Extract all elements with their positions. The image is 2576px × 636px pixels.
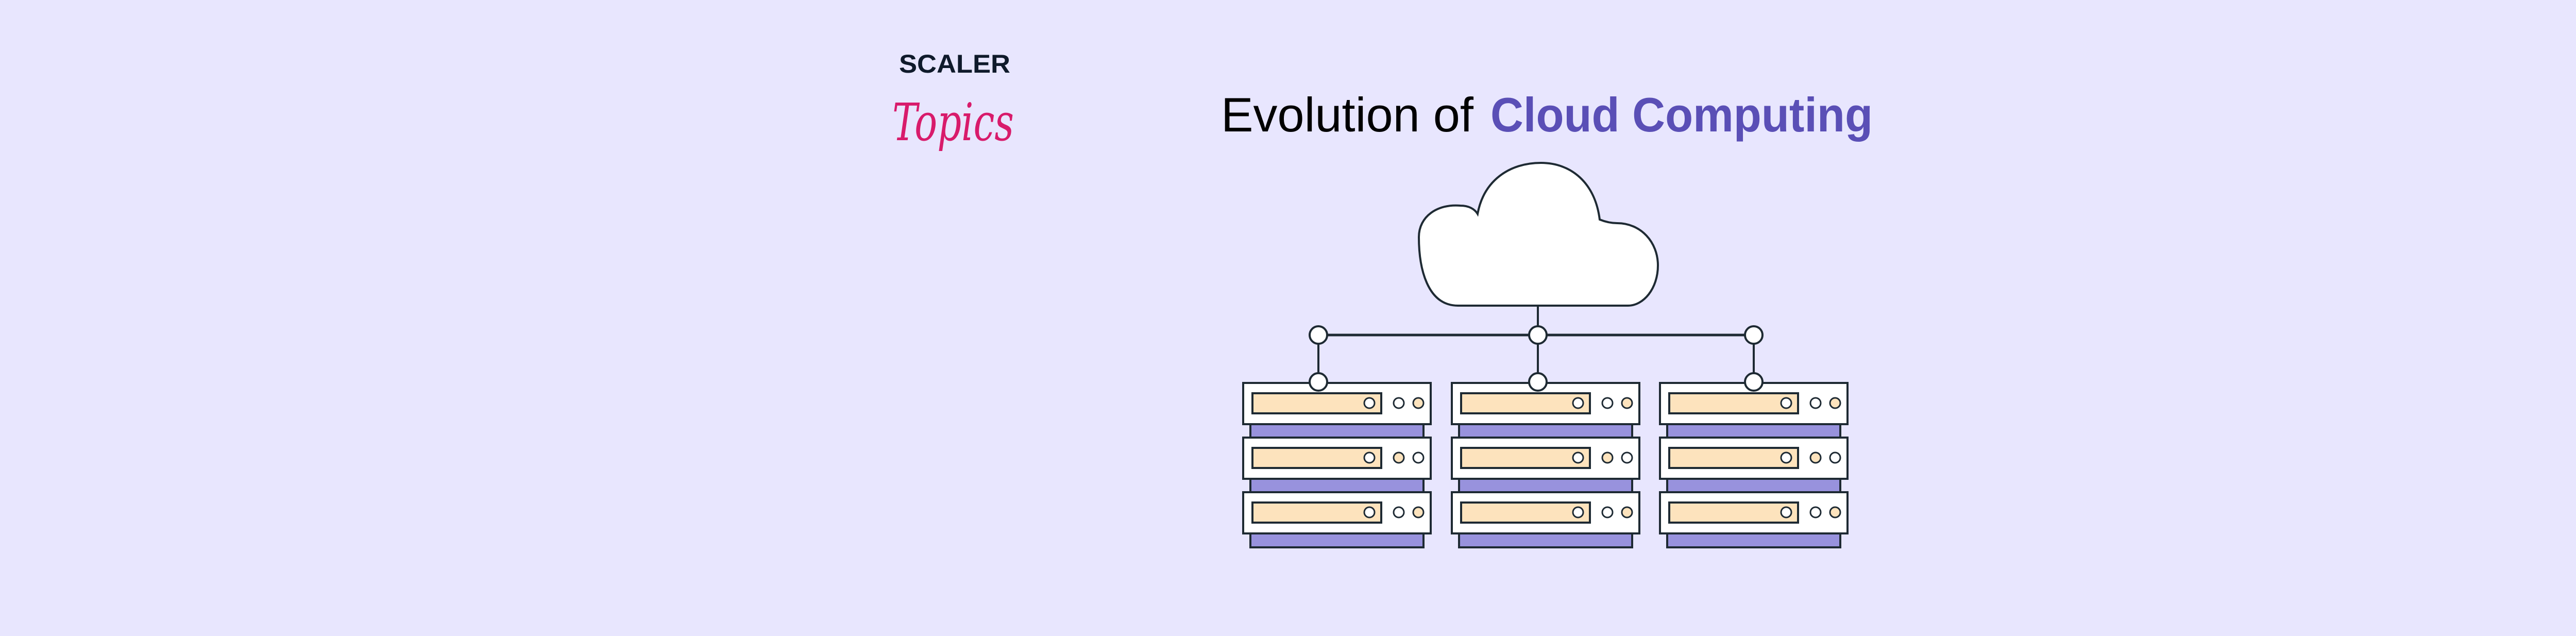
status-led-icon	[1829, 397, 1841, 409]
rack-base	[1249, 423, 1425, 439]
rack-base	[1666, 532, 1841, 548]
status-led-icon	[1393, 506, 1405, 518]
server-rack	[1242, 325, 1432, 548]
rack-base	[1458, 478, 1633, 494]
logo-scaler-text: SCALER	[899, 49, 1010, 78]
status-led-icon	[1601, 506, 1614, 518]
scaler-topics-logo: SCALER Topics	[892, 49, 1014, 153]
slot-button-icon	[1780, 506, 1792, 518]
server-unit	[1451, 491, 1640, 534]
network-node-icon	[1744, 372, 1764, 392]
status-led-icon	[1809, 451, 1822, 464]
rack-base	[1249, 478, 1425, 494]
status-led-icon	[1601, 397, 1614, 409]
cloud-icon	[1417, 161, 1659, 307]
server-rack	[1451, 325, 1640, 548]
server-unit	[1242, 437, 1432, 480]
server-racks	[1242, 325, 1849, 548]
slot-button-icon	[1572, 451, 1584, 464]
server-rack	[1659, 325, 1849, 548]
status-led-icon	[1601, 451, 1614, 464]
status-led-icon	[1621, 397, 1633, 409]
drive-slot	[1251, 392, 1382, 414]
slot-button-icon	[1572, 397, 1584, 409]
status-led-icon	[1829, 451, 1841, 464]
slot-button-icon	[1363, 451, 1376, 464]
drive-slot	[1460, 392, 1591, 414]
status-led-icon	[1393, 451, 1405, 464]
status-led-icon	[1809, 506, 1822, 518]
drive-slot	[1668, 447, 1799, 469]
status-led-icon	[1412, 506, 1425, 518]
slot-button-icon	[1780, 397, 1792, 409]
status-led-icon	[1829, 506, 1841, 518]
drive-slot	[1668, 501, 1799, 524]
status-led-icon	[1621, 506, 1633, 518]
server-unit	[1451, 437, 1640, 480]
rack-base	[1666, 478, 1841, 494]
slot-button-icon	[1780, 451, 1792, 464]
slot-button-icon	[1363, 397, 1376, 409]
network-node-icon	[1528, 372, 1548, 392]
drive-slot	[1251, 447, 1382, 469]
drive-slot	[1251, 501, 1382, 524]
logo-topics-text: Topics	[892, 92, 1014, 153]
server-unit	[1451, 382, 1640, 425]
rack-base	[1249, 532, 1425, 548]
rack-base	[1458, 532, 1633, 548]
drive-slot	[1460, 447, 1591, 469]
rack-base	[1666, 423, 1841, 439]
server-unit	[1659, 491, 1849, 534]
server-unit	[1242, 382, 1432, 425]
status-led-icon	[1412, 397, 1425, 409]
status-led-icon	[1809, 397, 1822, 409]
status-led-icon	[1393, 397, 1405, 409]
network-node-icon	[1309, 325, 1328, 345]
network-node-icon	[1528, 325, 1548, 345]
drive-slot	[1460, 501, 1591, 524]
title-prefix: Evolution of	[1221, 88, 1474, 142]
rack-base	[1458, 423, 1633, 439]
network-node-icon	[1744, 325, 1764, 345]
drive-slot	[1668, 392, 1799, 414]
status-led-icon	[1621, 451, 1633, 464]
slot-button-icon	[1572, 506, 1584, 518]
title-highlight: Cloud Computing	[1490, 88, 1873, 142]
slot-button-icon	[1363, 506, 1376, 518]
network-node-icon	[1309, 372, 1328, 392]
server-unit	[1659, 437, 1849, 480]
server-unit	[1242, 491, 1432, 534]
status-led-icon	[1412, 451, 1425, 464]
